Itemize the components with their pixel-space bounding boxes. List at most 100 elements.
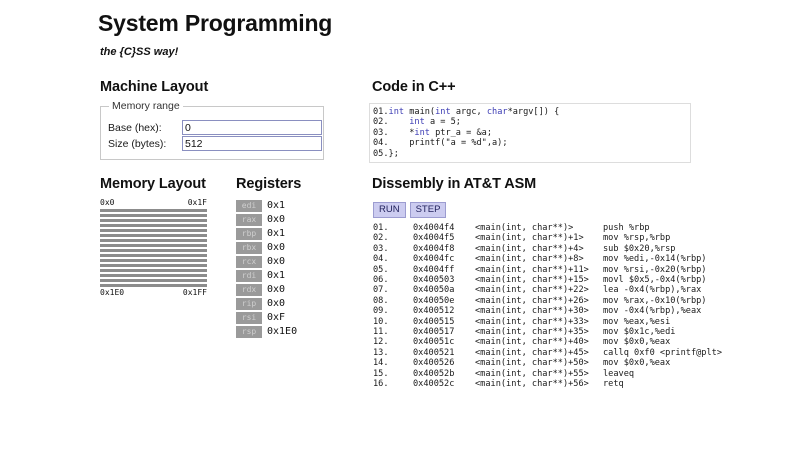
memory-row[interactable] (100, 224, 207, 227)
register-value: 0x0 (267, 242, 286, 253)
code-text: *argv[]) { (507, 107, 560, 117)
asm-symbol: <main(int, char**)+8> (475, 254, 584, 265)
code-keyword: int (388, 107, 410, 117)
code-line-number: 01. (373, 107, 389, 117)
disassembly-row[interactable]: 09.0x400512<main(int, char**)+30>mov -0x… (373, 306, 793, 316)
disassembly-row[interactable]: 03.0x4004f8<main(int, char**)+4>sub $0x2… (373, 244, 793, 254)
asm-symbol: <main(int, char**)+22> (475, 285, 589, 296)
code-text: a = 5; (429, 117, 461, 128)
memory-row[interactable] (100, 239, 207, 242)
asm-instruction: leaveq (603, 368, 635, 379)
memory-row[interactable] (100, 214, 207, 217)
asm-line-number: 06. (373, 275, 389, 286)
memory-row[interactable] (100, 234, 207, 237)
run-button[interactable]: RUN (373, 202, 406, 218)
asm-symbol: <main(int, char**)+30> (475, 306, 589, 317)
memory-range-legend: Memory range (109, 100, 183, 112)
asm-line-number: 07. (373, 285, 389, 296)
code-text: }; (388, 148, 399, 159)
memory-row[interactable] (100, 284, 207, 287)
memory-cell-grid[interactable] (100, 209, 207, 287)
code-line-number: 02. (373, 117, 389, 128)
page-subtitle: the {C}SS way! (100, 46, 179, 58)
asm-instruction: mov %rsi,-0x20(%rbp) (603, 264, 707, 275)
asm-instruction: mov $0x0,%eax (603, 358, 671, 369)
asm-address: 0x4004f4 (413, 223, 455, 233)
asm-symbol: <main(int, char**)+1> (475, 233, 584, 244)
memory-row[interactable] (100, 264, 207, 267)
code-line: 04. printf("a = %d",a); (373, 138, 686, 148)
asm-address: 0x4004f5 (413, 233, 455, 244)
register-name-badge: rsi (236, 312, 262, 324)
asm-line-number: 12. (373, 337, 389, 348)
register-value: 0x1E0 (267, 326, 298, 337)
memory-row[interactable] (100, 279, 207, 282)
code-line-number: 03. (373, 127, 389, 138)
asm-address: 0x400521 (413, 347, 455, 358)
register-value: 0xF (267, 312, 286, 323)
asm-line-number: 13. (373, 347, 389, 358)
memory-range-fieldset: Memory range Base (hex): Size (bytes): (100, 100, 324, 160)
code-keyword: int (409, 117, 430, 128)
disassembly-row[interactable]: 04.0x4004fc<main(int, char**)+8>mov %edi… (373, 254, 793, 264)
disassembly-row[interactable]: 06.0x400503<main(int, char**)+15>movl $0… (373, 275, 793, 285)
asm-symbol: <main(int, char**)+40> (475, 337, 589, 348)
disassembly-row[interactable]: 12.0x40051c<main(int, char**)+40>mov $0x… (373, 337, 793, 347)
disassembly-row[interactable]: 13.0x400521<main(int, char**)+45>callq 0… (373, 348, 793, 358)
memory-row[interactable] (100, 269, 207, 272)
asm-address: 0x400503 (413, 275, 455, 286)
register-value: 0x0 (267, 214, 286, 225)
disassembly-row[interactable]: 11.0x400517<main(int, char**)+35>mov $0x… (373, 327, 793, 337)
register-name-badge: rax (236, 214, 262, 226)
asm-instruction: sub $0x20,%rsp (603, 243, 676, 254)
base-address-input[interactable] (182, 120, 322, 135)
code-line: 03. *int ptr_a = &a; (373, 128, 686, 138)
code-line: 01.int main(int argc, char*argv[]) { (373, 107, 686, 117)
asm-address: 0x40050a (413, 285, 455, 296)
memory-row[interactable] (100, 209, 207, 212)
memory-row[interactable] (100, 274, 207, 277)
code-text: argc, (455, 107, 487, 117)
asm-instruction: mov %rsp,%rbp (603, 233, 671, 244)
asm-line-number: 01. (373, 223, 389, 233)
disassembly-row[interactable]: 16.0x40052c<main(int, char**)+56>retq (373, 379, 793, 389)
asm-address: 0x400512 (413, 306, 455, 317)
disassembly-row[interactable]: 10.0x400515<main(int, char**)+33>mov %ea… (373, 317, 793, 327)
memory-bottom-right-address: 0x1FF (182, 288, 207, 297)
register-name-badge: rsp (236, 326, 262, 338)
size-bytes-input[interactable] (182, 136, 322, 151)
disassembly-row[interactable]: 07.0x40050a<main(int, char**)+22>lea -0x… (373, 285, 793, 295)
code-keyword: int (435, 107, 456, 117)
register-name-badge: rip (236, 298, 262, 310)
disassembly-row[interactable]: 02.0x4004f5<main(int, char**)+1>mov %rsp… (373, 233, 793, 243)
code-text: * (388, 127, 415, 138)
memory-row[interactable] (100, 259, 207, 262)
memory-row[interactable] (100, 254, 207, 257)
disassembly-row[interactable]: 01.0x4004f4<main(int, char**)>push %rbp (373, 223, 793, 233)
register-value: 0x0 (267, 284, 286, 295)
asm-line-number: 03. (373, 243, 389, 254)
disassembly-row[interactable]: 15.0x40052b<main(int, char**)+55>leaveq (373, 369, 793, 379)
section-heading-disassembly: Dissembly in AT&T ASM (372, 176, 537, 192)
step-button[interactable]: STEP (409, 202, 447, 218)
asm-instruction: retq (603, 379, 624, 390)
disassembly-row[interactable]: 14.0x400526<main(int, char**)+50>mov $0x… (373, 358, 793, 368)
register-name-badge: rcx (236, 256, 262, 268)
memory-row[interactable] (100, 249, 207, 252)
disassembly-row[interactable]: 08.0x40050e<main(int, char**)+26>mov %ra… (373, 296, 793, 306)
asm-address: 0x400517 (413, 327, 455, 338)
memory-row[interactable] (100, 219, 207, 222)
memory-row[interactable] (100, 229, 207, 232)
disassembly-row[interactable]: 05.0x4004ff<main(int, char**)+11>mov %rs… (373, 265, 793, 275)
section-heading-registers: Registers (236, 176, 302, 192)
asm-symbol: <main(int, char**)+15> (475, 275, 589, 286)
asm-symbol: <main(int, char**)+11> (475, 264, 589, 275)
memory-row[interactable] (100, 244, 207, 247)
